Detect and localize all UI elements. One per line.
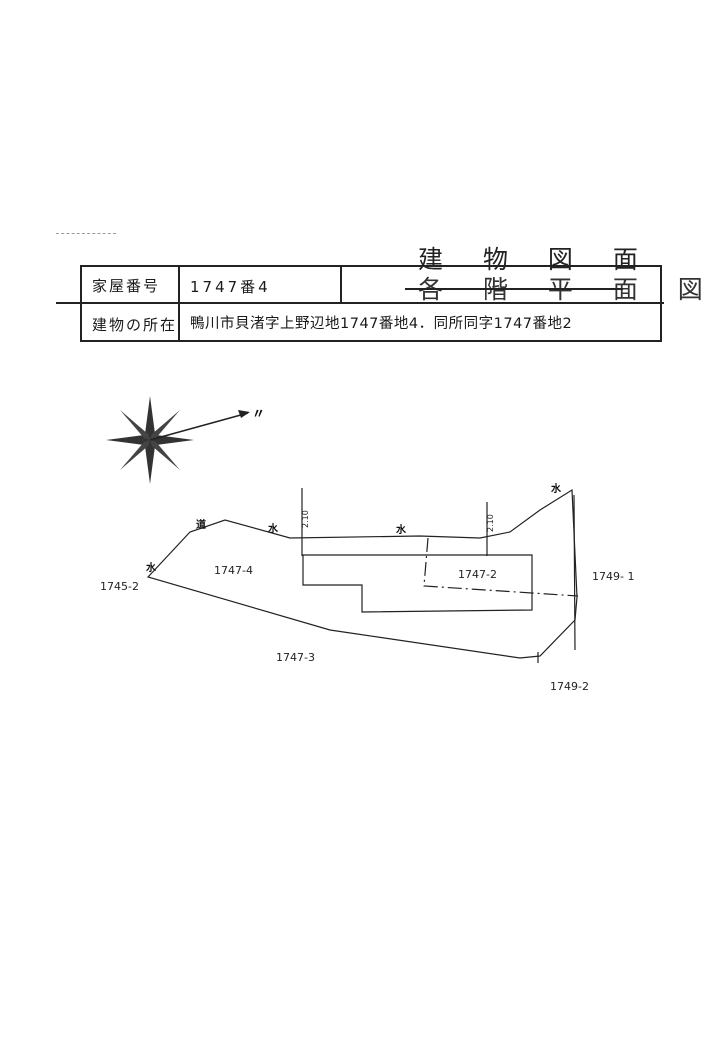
lot-label: 1747-2 (458, 568, 497, 581)
property-info-table: 家屋番号 1747番4 建物の所在 鴨川市貝渚字上野辺地1747番地4．同所同字… (56, 265, 664, 342)
location-label: 建物の所在 (92, 316, 178, 334)
house-number-row: 家屋番号 1747番4 (82, 267, 342, 304)
scan-artifact-line (56, 233, 116, 234)
dimension-left: 2.10 (301, 510, 310, 528)
house-number-value: 1747番4 (190, 278, 271, 296)
lot-label: 1749- 1 (592, 570, 634, 583)
location-value: 鴨川市貝渚字上野辺地1747番地4．同所同字1747番地2 (190, 316, 573, 332)
north-label: 〃 (252, 407, 265, 422)
lot-boundary (146, 488, 579, 663)
lot-label: 1747-3 (276, 651, 315, 664)
strikethrough-line (405, 288, 623, 290)
house-number-label: 家屋番号 (92, 277, 161, 295)
water-marker: 水 (145, 561, 157, 574)
water-marker: 水 (395, 523, 407, 536)
water-marker: 水 (550, 482, 562, 495)
lot-label: 1747-4 (214, 564, 253, 577)
table-divider (56, 302, 664, 304)
water-marker: 水 (267, 522, 279, 535)
dimension-right: 2.10 (486, 514, 495, 532)
lot-label: 1749-2 (550, 680, 589, 693)
table-column-divider (178, 267, 180, 340)
drawing-title: 建 物 図 面 (418, 245, 654, 274)
road-marker: 道 (196, 518, 206, 531)
compass-rose-icon (106, 396, 250, 484)
lot-label: 1745-2 (100, 580, 139, 593)
